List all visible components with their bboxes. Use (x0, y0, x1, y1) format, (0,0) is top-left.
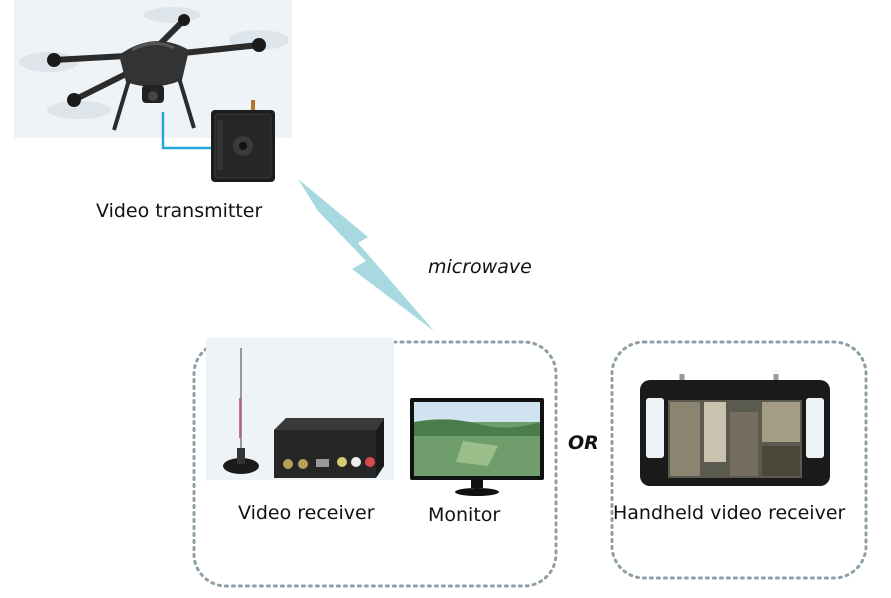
video-receiver-illustration (223, 348, 384, 478)
transmitter-cable (161, 112, 214, 150)
microwave-label: microwave (428, 256, 532, 278)
monitor-illustration (410, 398, 544, 496)
monitor-label: Monitor (428, 504, 501, 526)
video-receiver-photo (206, 338, 394, 480)
or-label: OR (568, 432, 599, 454)
drone-illustration (19, 7, 289, 131)
lightning-bolt-icon (298, 179, 434, 331)
drone-photo (14, 0, 292, 138)
video-receiver-label: Video receiver (238, 502, 375, 524)
handheld-receiver-illustration (640, 374, 830, 486)
handheld-receiver-label: Handheld video receiver (613, 502, 846, 524)
transmitter-module-illustration (211, 100, 275, 182)
video-transmitter-label: Video transmitter (96, 200, 263, 222)
